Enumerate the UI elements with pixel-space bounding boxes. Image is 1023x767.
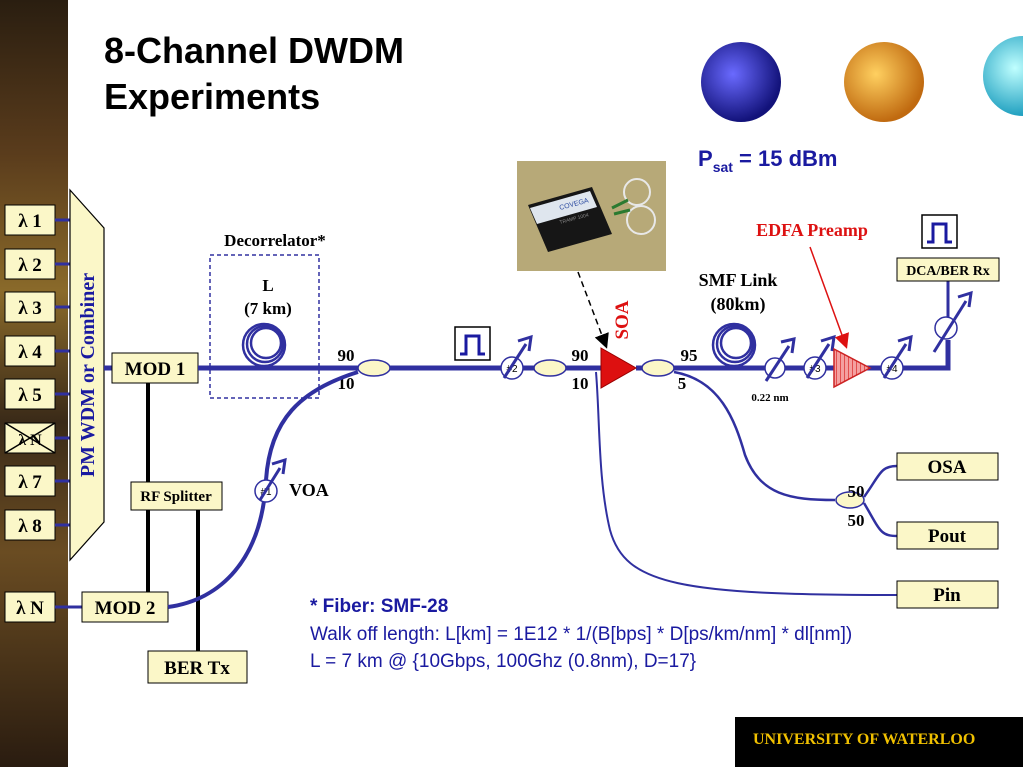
osa-fiber bbox=[862, 464, 898, 498]
svg-text:λ 8: λ 8 bbox=[18, 516, 42, 537]
soa-device-photo: COVEGA TRAMP 1004 bbox=[517, 161, 666, 271]
pulse-icon bbox=[454, 326, 491, 361]
mod2-box: MOD 2 bbox=[81, 591, 169, 623]
voa-label: VOA bbox=[289, 480, 329, 500]
psat-label: Psat = 15 dBm bbox=[698, 146, 837, 175]
svg-text:Pin: Pin bbox=[933, 585, 961, 606]
svg-text:#3: #3 bbox=[809, 364, 821, 375]
svg-text:λ 5: λ 5 bbox=[18, 385, 42, 406]
soa-amplifier: SOA bbox=[600, 300, 638, 389]
svg-text:#4: #4 bbox=[886, 364, 898, 375]
svg-text:Pout: Pout bbox=[928, 526, 967, 547]
footer-bar: UNIVERSITY OF WATERLOO bbox=[735, 717, 1023, 767]
main-fiber-path bbox=[198, 340, 951, 371]
edfa-pointer bbox=[809, 246, 849, 349]
svg-text:50: 50 bbox=[848, 482, 865, 501]
decorative-orange-orb bbox=[844, 42, 924, 122]
polarization-controller-4: #4 bbox=[880, 334, 913, 380]
decorrelator-fiber-coil bbox=[241, 322, 287, 368]
svg-text:λ 4: λ 4 bbox=[18, 342, 42, 363]
svg-text:90: 90 bbox=[572, 346, 589, 365]
photo-pointer-arrow bbox=[577, 271, 609, 349]
pm-wdm-combiner: PM WDM or Combiner bbox=[69, 188, 105, 562]
pout-box: Pout bbox=[896, 521, 999, 550]
university-name: UNIVERSITY OF WATERLOO bbox=[753, 731, 976, 748]
svg-text:50: 50 bbox=[848, 511, 865, 530]
edfa-preamp: EDFA Preamp bbox=[756, 220, 872, 389]
tunable-filter: 0.22 nm bbox=[751, 337, 796, 404]
channel-box-1: λ 1 bbox=[4, 204, 56, 236]
pulse-icon-receiver bbox=[921, 214, 958, 249]
svg-text:95: 95 bbox=[681, 346, 698, 365]
monitor-tap-fiber bbox=[673, 370, 836, 502]
fiber-note-heading: * Fiber: SMF-28 bbox=[310, 596, 449, 617]
svg-text:10: 10 bbox=[572, 374, 589, 393]
channel-box-n-crossed: λ N bbox=[4, 422, 56, 454]
smf-link: SMF Link (80km) bbox=[699, 270, 778, 368]
svg-text:λ 1: λ 1 bbox=[18, 211, 42, 232]
pin-tap-fiber bbox=[595, 371, 898, 596]
title-line-1: 8-Channel DWDM bbox=[104, 30, 404, 71]
coupler-90-10-first: 90 10 bbox=[338, 346, 391, 393]
channel-box-2: λ 2 bbox=[4, 248, 56, 280]
channel-box-8: λ 8 bbox=[4, 509, 56, 541]
dca-ber-rx-box: DCA/BER Rx bbox=[896, 257, 1000, 282]
svg-text:RF Splitter: RF Splitter bbox=[140, 489, 212, 505]
svg-text:λ N: λ N bbox=[16, 598, 44, 619]
mod1-box: MOD 1 bbox=[111, 352, 199, 384]
decorrelator-l: L bbox=[262, 276, 273, 295]
channel-box-3: λ 3 bbox=[4, 291, 56, 323]
svg-text:BER Tx: BER Tx bbox=[164, 658, 230, 679]
decorative-blue-orb bbox=[701, 42, 781, 122]
ber-tx-box: BER Tx bbox=[147, 650, 248, 684]
lambda-n-box: λ N bbox=[4, 591, 56, 623]
voa-attenuator: #1 VOA bbox=[254, 457, 329, 503]
walkoff-formula: Walk off length: L[km] = 1E12 * 1/(B[bps… bbox=[310, 624, 853, 645]
pin-box: Pin bbox=[896, 580, 999, 609]
walkoff-example: L = 7 km @ {10Gbps, 100Ghz (0.8nm), D=17… bbox=[310, 651, 697, 672]
channel-box-5: λ 5 bbox=[4, 378, 56, 410]
title-line-2: Experiments bbox=[104, 76, 321, 117]
filter-bandwidth: 0.22 nm bbox=[751, 392, 788, 404]
decorrelator-box: Decorrelator* L (7 km) bbox=[209, 231, 326, 399]
slide-title: 8-Channel DWDM Experiments bbox=[104, 28, 404, 120]
pout-fiber bbox=[862, 502, 898, 538]
svg-text:λ N: λ N bbox=[18, 432, 42, 449]
polarization-controller-3: #3 bbox=[803, 334, 836, 380]
svg-text:λ 7: λ 7 bbox=[18, 472, 42, 493]
svg-text:MOD 1: MOD 1 bbox=[125, 359, 186, 380]
coupler-90-10-second: 90 10 bbox=[533, 346, 589, 393]
channel-box-4: λ 4 bbox=[4, 335, 56, 367]
svg-text:5: 5 bbox=[678, 374, 687, 393]
osa-box: OSA bbox=[896, 452, 999, 481]
receiver-filter bbox=[932, 281, 973, 353]
smf-title: SMF Link bbox=[699, 270, 778, 290]
coupler-50-50: 50 50 bbox=[835, 482, 865, 530]
svg-text:DCA/BER Rx: DCA/BER Rx bbox=[906, 264, 990, 279]
svg-text:λ 2: λ 2 bbox=[18, 255, 42, 276]
channel-stack: λ 1 λ 2 λ 3 λ 4 λ 5 λ N λ 7 λ 8 λ N bbox=[4, 204, 56, 623]
coupler-95-5: 95 5 bbox=[641, 346, 698, 393]
decorrelator-length: (7 km) bbox=[244, 299, 292, 318]
svg-text:MOD 2: MOD 2 bbox=[95, 598, 156, 619]
svg-text:#2: #2 bbox=[506, 364, 518, 375]
polarization-controller-2: #2 bbox=[500, 334, 533, 380]
smf-length: (80km) bbox=[711, 294, 766, 315]
soa-label: SOA bbox=[612, 300, 633, 339]
channel-connectors bbox=[55, 218, 82, 609]
decorative-cyan-orb bbox=[983, 36, 1023, 116]
combiner-label: PM WDM or Combiner bbox=[77, 273, 99, 477]
svg-text:λ 3: λ 3 bbox=[18, 298, 42, 319]
decorrelator-title: Decorrelator* bbox=[224, 231, 326, 250]
channel-box-7: λ 7 bbox=[4, 465, 56, 497]
rf-splitter-box: RF Splitter bbox=[130, 481, 223, 511]
edfa-label: EDFA Preamp bbox=[756, 220, 868, 240]
svg-text:90: 90 bbox=[338, 346, 355, 365]
svg-text:OSA: OSA bbox=[927, 457, 966, 478]
